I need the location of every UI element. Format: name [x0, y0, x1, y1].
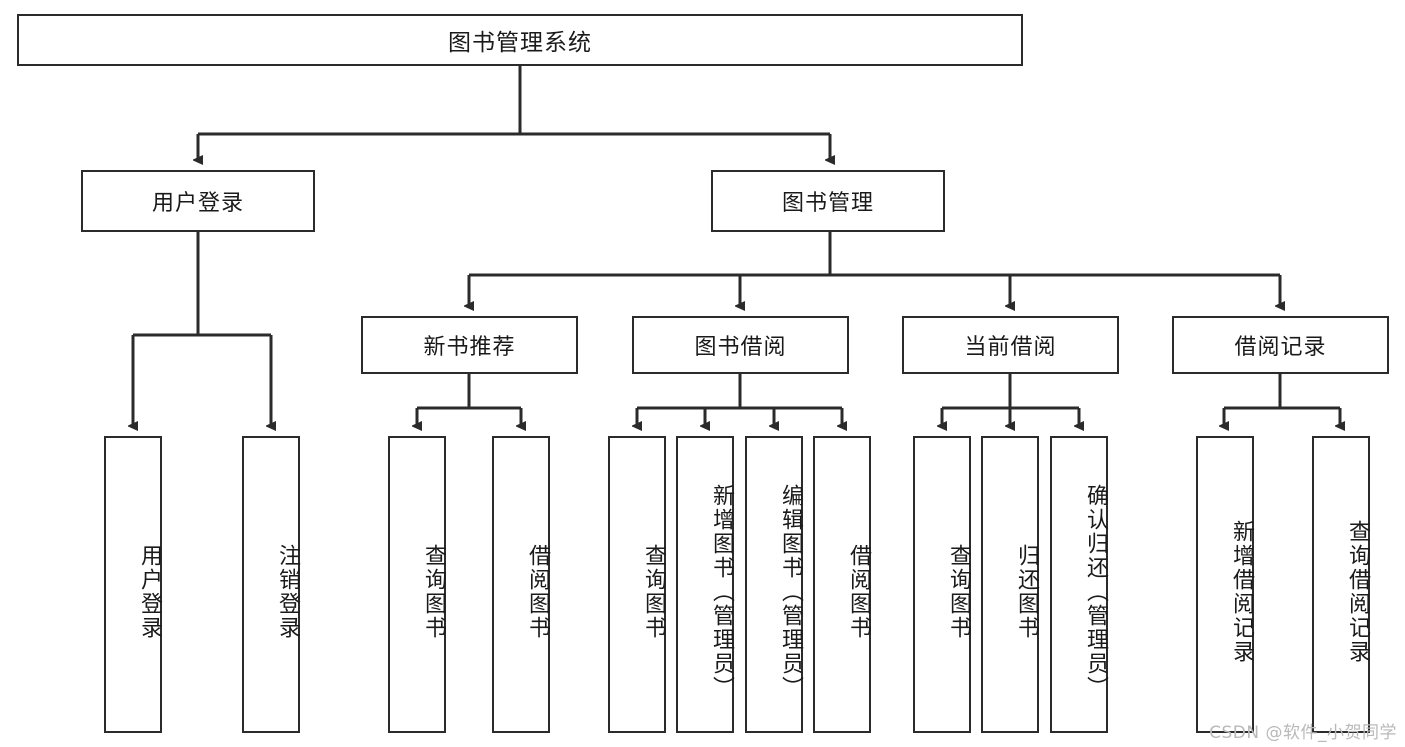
node-label: 归还图书 [1014, 543, 1039, 640]
node-label: 图书借阅 [694, 335, 787, 360]
node-label: 新增借阅记录 [1229, 519, 1254, 664]
node-label: 确认归还（管理员） [1083, 483, 1108, 700]
leaf-user-login-login[interactable]: 用户登录 [104, 436, 162, 733]
node-root-book-management-system[interactable]: 图书管理系统 [17, 14, 1023, 66]
leaf-user-login-logout[interactable]: 注销登录 [242, 436, 300, 733]
leaf-new-book-borrow-books[interactable]: 借阅图书 [492, 436, 550, 733]
node-label: 查询借阅记录 [1345, 519, 1370, 664]
node-user-login[interactable]: 用户登录 [81, 170, 315, 232]
node-label: 查询图书 [946, 543, 971, 640]
node-label: 查询图书 [641, 543, 666, 640]
node-label: 借阅图书 [525, 543, 550, 640]
node-label: 用户登录 [137, 543, 162, 640]
leaf-borrow-record-query-record[interactable]: 查询借阅记录 [1312, 436, 1370, 733]
watermark-text: CSDN @软件_小贺同学 [1209, 723, 1397, 743]
node-label: 编辑图书（管理员） [778, 483, 803, 700]
leaf-new-book-query-books[interactable]: 查询图书 [388, 436, 446, 733]
leaf-current-borrow-confirm-return-admin[interactable]: 确认归还（管理员） [1050, 436, 1108, 733]
node-label: 图书管理 [781, 191, 874, 216]
node-label: 当前借阅 [964, 335, 1057, 360]
node-borrow-record[interactable]: 借阅记录 [1172, 316, 1389, 374]
node-book-borrow[interactable]: 图书借阅 [632, 316, 849, 374]
node-current-borrow[interactable]: 当前借阅 [902, 316, 1119, 374]
node-new-book-recommend[interactable]: 新书推荐 [361, 316, 578, 374]
node-label: 图书管理系统 [448, 30, 592, 56]
node-label: 新增图书（管理员） [709, 483, 734, 700]
leaf-book-borrow-query-books[interactable]: 查询图书 [608, 436, 666, 733]
leaf-current-borrow-query-books[interactable]: 查询图书 [913, 436, 971, 733]
node-label: 查询图书 [421, 543, 446, 640]
leaf-book-borrow-add-book-admin[interactable]: 新增图书（管理员） [676, 436, 734, 733]
node-label: 借阅记录 [1234, 335, 1327, 360]
leaf-borrow-record-add-record[interactable]: 新增借阅记录 [1196, 436, 1254, 733]
leaf-book-borrow-borrow-books[interactable]: 借阅图书 [813, 436, 871, 733]
node-label: 注销登录 [275, 543, 300, 640]
leaf-current-borrow-return-books[interactable]: 归还图书 [981, 436, 1039, 733]
node-label: 借阅图书 [846, 543, 871, 640]
node-book-management[interactable]: 图书管理 [711, 170, 945, 232]
node-label: 用户登录 [151, 191, 244, 216]
leaf-book-borrow-edit-book-admin[interactable]: 编辑图书（管理员） [745, 436, 803, 733]
node-label: 新书推荐 [423, 335, 516, 360]
